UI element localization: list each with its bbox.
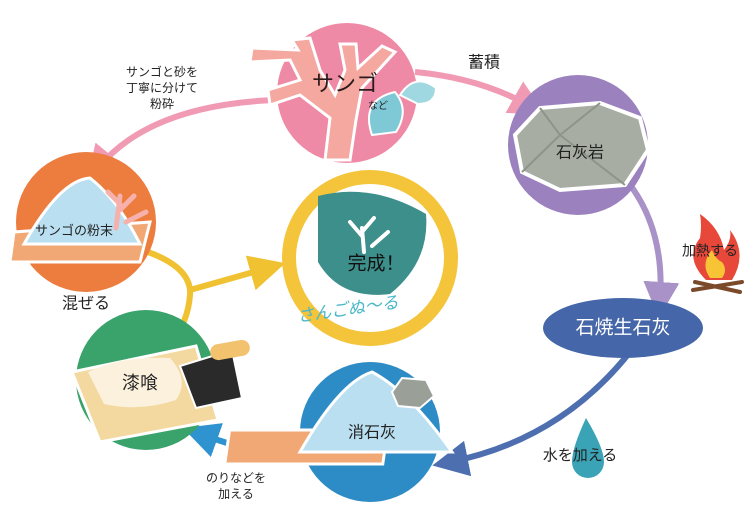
step-grind-line2: 丁寧に分けて: [125, 80, 199, 95]
coral-node: [248, 23, 438, 163]
shell-icon: [367, 80, 438, 137]
arrow-quicklime-to-slakedlime: [432, 350, 633, 477]
limestone-node: [508, 75, 651, 215]
arrow-coral-to-limestone: [414, 69, 546, 115]
step-add-glue-line2: 加える: [218, 486, 254, 501]
step-mix: 混ぜる: [61, 293, 111, 313]
coral-sublabel: など: [368, 101, 388, 112]
step-grind-line3: 粉砕: [149, 96, 175, 111]
complete-label: 完成！: [347, 252, 405, 275]
trowel-icon: [178, 339, 250, 410]
fire-icon: [691, 214, 744, 294]
limestone-rock-icon: [512, 100, 651, 193]
limestone-label: 石灰岩: [555, 142, 605, 162]
arrow-mix-to-complete: [189, 255, 286, 293]
coral-powder-node: [8, 152, 156, 292]
step-add-water: 水を加える: [542, 446, 618, 464]
step-accumulate: 蓄積: [467, 52, 501, 72]
step-add-glue-line1: のりなどを: [205, 470, 267, 485]
step-grind-line1: サンゴと砂を: [125, 64, 199, 79]
plaster-node: [69, 310, 250, 450]
arrow-coral-to-powder: [86, 97, 276, 182]
quicklime-node: [543, 298, 703, 358]
slaked-lime-node: [223, 362, 455, 502]
coral-label: サンゴ: [311, 71, 379, 97]
step-heat: 加熱する: [682, 243, 738, 260]
coral-emblem-icon: [348, 216, 390, 254]
coral-sprig-icon: [105, 189, 149, 231]
slaked-lime-label: 消石灰: [347, 422, 397, 442]
complete-node: [282, 170, 458, 346]
coral-powder-label: サンゴの粉末: [34, 224, 114, 240]
water-drop-icon: [572, 418, 604, 478]
small-rock-icon: [390, 376, 436, 410]
quicklime-label: 石焼生石灰: [575, 316, 671, 339]
arrow-limestone-to-quicklime: [625, 180, 680, 318]
coral-illustration: [248, 36, 398, 162]
plaster-label: 漆喰: [122, 373, 158, 395]
